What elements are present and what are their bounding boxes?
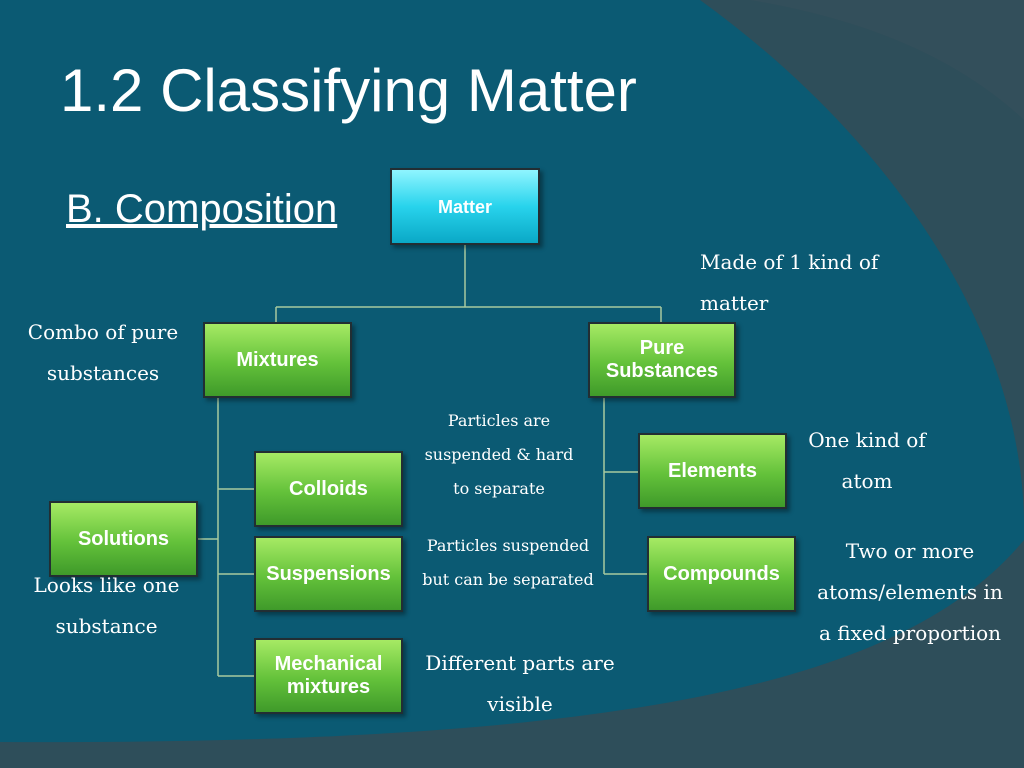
- node-solutions: Solutions: [49, 501, 198, 577]
- slide-title: 1.2 Classifying Matter: [60, 57, 637, 124]
- node-mixtures-label: Mixtures: [236, 348, 319, 371]
- note-suspensions: Particles suspended but can be separated: [422, 536, 594, 589]
- node-mechanical-mixtures: Mechanical mixtures: [254, 638, 403, 714]
- note-elements: One kind of atom: [808, 428, 926, 493]
- node-pure-substances-label: Pure Substances: [605, 337, 719, 382]
- note-solutions: Looks like one substance: [33, 573, 180, 638]
- note-mechanical-mixtures: Different parts are visible: [425, 651, 615, 716]
- node-colloids-label: Colloids: [289, 477, 368, 500]
- node-compounds-label: Compounds: [663, 562, 780, 585]
- node-solutions-label: Solutions: [77, 527, 170, 550]
- note-mixtures: Combo of pure substances: [27, 320, 179, 385]
- node-elements-label: Elements: [668, 459, 757, 482]
- node-matter-label: Matter: [437, 197, 492, 217]
- node-mixtures: Mixtures: [203, 322, 352, 398]
- node-pure-substances: Pure Substances: [588, 322, 736, 398]
- node-elements: Elements: [638, 433, 787, 509]
- node-suspensions: Suspensions: [254, 536, 403, 612]
- note-colloids: Particles are suspended & hard to separa…: [424, 411, 574, 498]
- note-compounds: Two or more atoms/elements in a fixed pr…: [817, 539, 1003, 645]
- node-matter: Matter: [390, 168, 540, 245]
- node-compounds: Compounds: [647, 536, 796, 612]
- section-subtitle: B. Composition: [66, 187, 338, 231]
- note-pure-substances: Made of 1 kind of matter: [700, 250, 879, 315]
- node-mechanical-mixtures-label: Mechanical mixtures: [274, 653, 383, 698]
- node-suspensions-label: Suspensions: [266, 562, 391, 585]
- node-colloids: Colloids: [254, 451, 403, 527]
